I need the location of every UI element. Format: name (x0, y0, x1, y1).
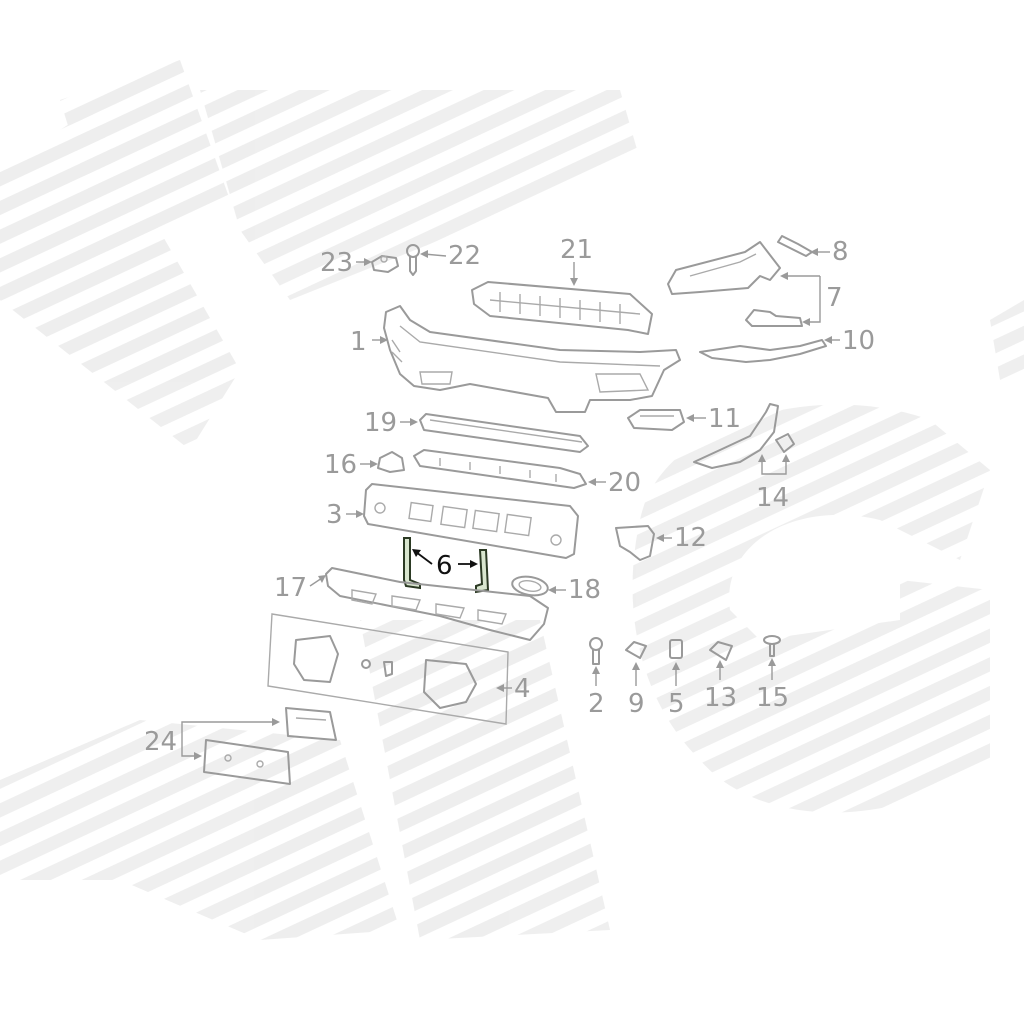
callout-19[interactable]: 19 (364, 408, 397, 438)
part-24-license-bracket-upper[interactable] (285, 707, 337, 741)
callout-16[interactable]: 16 (324, 450, 357, 480)
part-15-pushpin[interactable] (763, 635, 781, 657)
callout-13[interactable]: 13 (704, 683, 737, 713)
callout-5[interactable]: 5 (668, 689, 685, 719)
part-2-fastener[interactable] (589, 637, 603, 665)
part-6-bracket-right[interactable] (475, 549, 490, 594)
part-1-bumper-fascia[interactable] (383, 305, 681, 413)
callout-23[interactable]: 23 (320, 248, 353, 278)
callout-9[interactable]: 9 (628, 689, 645, 719)
leader-lines (181, 248, 840, 760)
callout-20[interactable]: 20 (608, 468, 641, 498)
part-3-reinforcement-bar[interactable] (363, 483, 579, 559)
watermark (0, 60, 1024, 940)
part-16-bracket[interactable] (377, 451, 405, 473)
callout-24[interactable]: 24 (144, 727, 177, 757)
part-4-mounting-kit[interactable] (267, 613, 509, 725)
part-13-clip[interactable] (709, 641, 733, 661)
callout-15[interactable]: 15 (756, 683, 789, 713)
part-22-screw[interactable] (406, 244, 420, 276)
part-18-fog-bezel[interactable] (511, 574, 550, 598)
callout-12[interactable]: 12 (674, 523, 707, 553)
part-19-grille-strip[interactable] (419, 413, 589, 453)
part-17-lower-valance[interactable] (325, 567, 549, 641)
callout-17[interactable]: 17 (274, 573, 307, 603)
part-23-clip[interactable] (371, 255, 399, 273)
callout-14[interactable]: 14 (756, 483, 789, 513)
part-7-lower-trim[interactable] (745, 309, 803, 327)
part-24-license-bracket-lower[interactable] (203, 739, 291, 785)
part-11-bezel[interactable] (627, 409, 685, 431)
callout-6[interactable]: 6 (436, 551, 453, 581)
callout-7[interactable]: 7 (826, 283, 843, 313)
part-20-lower-grille[interactable] (413, 449, 587, 489)
part-12-bracket[interactable] (615, 525, 655, 561)
part-7-upper-trim[interactable] (667, 241, 781, 295)
part-5-nut[interactable] (669, 639, 683, 659)
part-6-bracket-left[interactable] (403, 537, 421, 590)
part-8-strip[interactable] (777, 235, 813, 257)
part-9-clip[interactable] (625, 641, 647, 659)
callout-21[interactable]: 21 (560, 235, 593, 265)
part-10-lower-strip[interactable] (699, 339, 827, 363)
callout-2[interactable]: 2 (588, 689, 605, 719)
callout-8[interactable]: 8 (832, 237, 849, 267)
callout-3[interactable]: 3 (326, 500, 343, 530)
callout-22[interactable]: 22 (448, 241, 481, 271)
part-21-upper-grille[interactable] (471, 281, 653, 335)
part-14-flare[interactable] (693, 403, 795, 469)
callout-labels: 23 22 21 8 7 1 10 19 11 16 20 14 3 12 6 … (144, 235, 875, 757)
callout-18[interactable]: 18 (568, 575, 601, 605)
callout-11[interactable]: 11 (708, 404, 741, 434)
callout-4[interactable]: 4 (514, 674, 531, 704)
callout-10[interactable]: 10 (842, 326, 875, 356)
callout-1[interactable]: 1 (350, 327, 367, 357)
